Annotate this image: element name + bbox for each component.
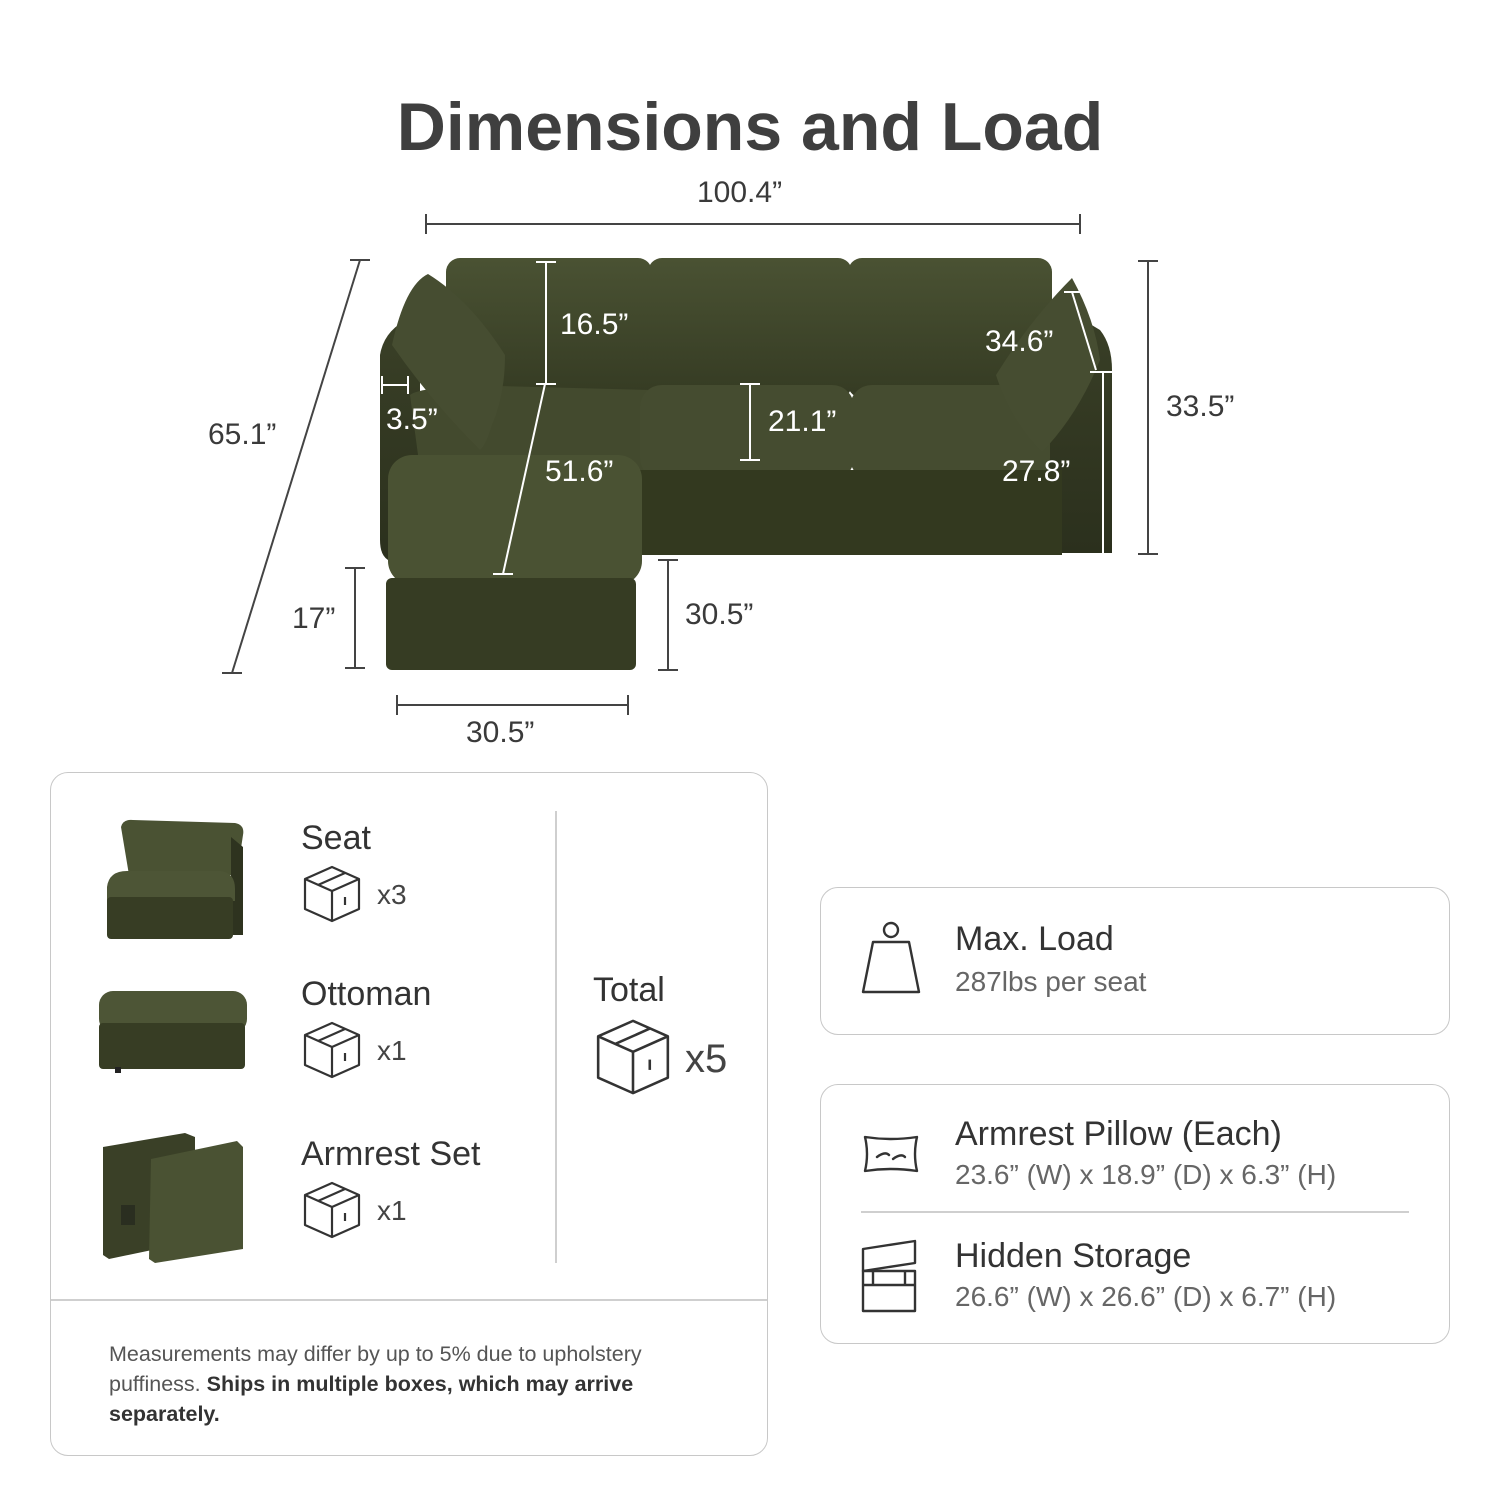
total-count: x5 [685, 1037, 728, 1081]
component-seat-count: x3 [377, 879, 407, 910]
note-bold-text: Ships in multiple boxes, which may arriv… [109, 1372, 634, 1426]
measurement-note: Measurements may differ by up to 5% due … [109, 1339, 669, 1429]
note-text: Measurements may differ by up to 5% due … [109, 1342, 642, 1396]
ottoman-base [386, 578, 636, 670]
dim-ottoman-depth: 51.6” [545, 455, 614, 488]
seat-cushion-middle [640, 385, 854, 480]
page-title: Dimensions and Load [396, 89, 1104, 165]
box-icon [303, 1021, 361, 1079]
back-cushion-middle [648, 258, 852, 398]
box-icon [303, 1181, 361, 1239]
component-armrest-count: x1 [377, 1195, 407, 1226]
armrest-pillow-left [392, 274, 505, 450]
dim-back-cushion-height: 16.5” [560, 308, 629, 341]
extras-card: Armrest Pillow (Each) 23.6” (W) x 18.9” … [820, 1084, 1450, 1344]
armrest-set-thumbnail [103, 1133, 243, 1263]
pillow-icon [863, 1135, 919, 1173]
hidden-storage-title: Hidden Storage [955, 1237, 1192, 1275]
dim-arm-height: 27.8” [1002, 455, 1071, 488]
dim-depth-diagonal: 65.1” [208, 418, 277, 451]
dim-ottoman-width: 30.5” [466, 716, 535, 749]
armrest-pillow-right [996, 278, 1100, 452]
armrest-pillow-size: 23.6” (W) x 18.9” (D) x 6.3” (H) [955, 1159, 1337, 1190]
max-load-value: 287lbs per seat [955, 966, 1147, 997]
box-icon [596, 1019, 670, 1095]
weight-icon [861, 921, 921, 994]
component-ottoman-count: x1 [377, 1035, 407, 1066]
ottoman-thumbnail [99, 991, 247, 1073]
max-load-card: Max. Load 287lbs per seat [820, 887, 1450, 1035]
extras-divider [861, 1211, 1409, 1213]
seat-thumbnail [107, 819, 244, 939]
dim-seat-depth: 21.1” [768, 405, 837, 438]
dim-arm-thickness: 3.5” [386, 403, 438, 436]
seat-cushion-right [850, 385, 1050, 480]
sofa-illustration [222, 214, 1158, 715]
dim-ottoman-side: 30.5” [685, 598, 754, 631]
divider-horizontal [51, 1299, 767, 1301]
dim-armrest-height: 34.6” [985, 325, 1054, 358]
component-armrest-label: Armrest Set [301, 1135, 481, 1173]
storage-icon [861, 1239, 917, 1313]
hidden-storage-size: 26.6” (W) x 26.6” (D) x 6.7” (H) [955, 1281, 1337, 1312]
box-icon [303, 865, 361, 923]
back-cushion-right [848, 258, 1052, 398]
divider-vertical [555, 811, 557, 1263]
dim-ottoman-height: 17” [292, 602, 336, 635]
max-load-title: Max. Load [955, 920, 1114, 958]
dim-total-width: 100.4” [697, 176, 783, 209]
dim-total-height: 33.5” [1166, 390, 1235, 423]
components-card: Seat x3 Ottoman x1 Armrest Set [50, 772, 768, 1456]
component-ottoman-label: Ottoman [301, 975, 432, 1013]
armrest-pillow-title: Armrest Pillow (Each) [955, 1115, 1282, 1153]
component-seat-label: Seat [301, 819, 371, 857]
total-label: Total [593, 971, 665, 1009]
